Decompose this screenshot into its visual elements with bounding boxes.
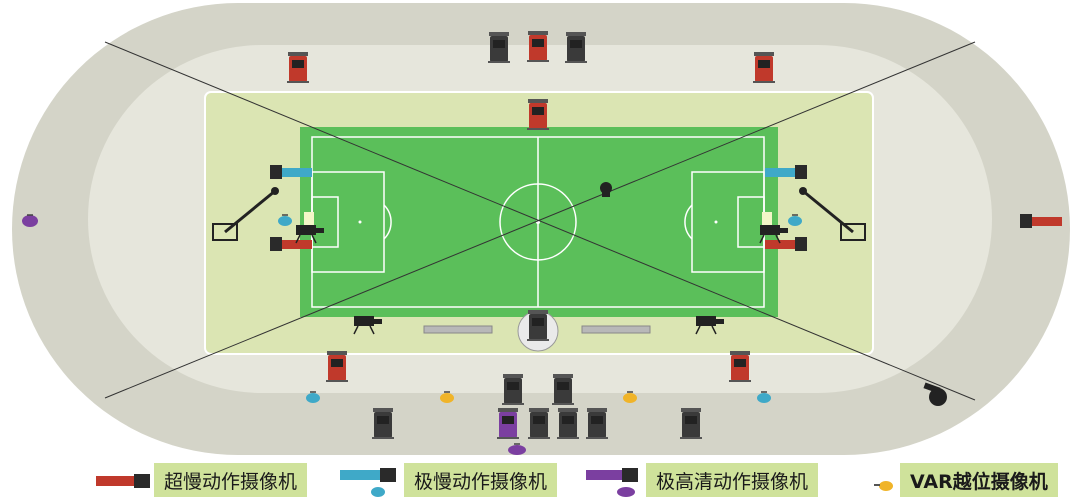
var-offside-camera-icon [874, 481, 893, 491]
camera-super-slow [527, 31, 549, 62]
camera-super-slow [729, 351, 751, 382]
camera-crane-right [799, 187, 866, 241]
legend-label-var-offside: VAR越位摄像机 [900, 463, 1058, 497]
legend-var-offside: VAR越位摄像机 [870, 462, 1058, 498]
camera-extreme-slow-low [306, 391, 320, 403]
camera-ultra-hd [22, 214, 38, 227]
camera-goal-right [759, 225, 788, 244]
camera-extreme-slow-low [757, 391, 771, 403]
camera-ultra-hd [508, 443, 526, 455]
legend-super-slow: 超慢动作摄像机 [96, 462, 308, 498]
ad-board-left [423, 325, 493, 334]
camera-standard [372, 408, 394, 439]
camera-standard [565, 32, 587, 63]
camera-center-platform [527, 310, 549, 341]
goal-right [762, 212, 772, 232]
penalty-spot-right [714, 220, 718, 224]
camera-ultra-hd [497, 408, 519, 439]
legend-label-extreme-slow: 极慢动作摄像机 [404, 463, 558, 497]
spidercam [600, 182, 612, 197]
camera-standard [502, 374, 524, 405]
camera-var-offside [440, 391, 454, 403]
camera-super-slow [1020, 214, 1062, 228]
camera-super-slow [270, 237, 312, 251]
ad-board-right [581, 325, 651, 334]
legend-label-ultra-hd: 极高清动作摄像机 [646, 463, 819, 497]
camera-standard [557, 408, 579, 439]
camera-super-slow [765, 237, 807, 251]
camera-extreme-slow [270, 165, 312, 179]
ultra-hd-camera-icon [586, 468, 638, 497]
legend-ultra-hd: 极高清动作摄像机 [586, 462, 819, 498]
spidercam-cables [104, 41, 976, 401]
camera-standard [488, 32, 510, 63]
camera-steadicam [923, 382, 947, 406]
camera-var-offside [623, 391, 637, 403]
legend-label-super-slow: 超慢动作摄像机 [154, 463, 308, 497]
super-slow-camera-icon [96, 474, 150, 488]
camera-super-slow [753, 52, 775, 83]
extreme-slow-camera-icon [340, 468, 396, 497]
penalty-spot-left [358, 220, 362, 224]
camera-crane-left [212, 187, 279, 241]
camera-pitchside-right [695, 316, 724, 335]
camera-standard [528, 408, 550, 439]
camera-standard [680, 408, 702, 439]
camera-standard [552, 374, 574, 405]
camera-super-slow [287, 52, 309, 83]
camera-goal-left [295, 225, 324, 244]
camera-super-slow [326, 351, 348, 382]
camera-pitchside-left [353, 316, 382, 335]
camera-standard [586, 408, 608, 439]
camera-super-slow [527, 99, 549, 130]
camera-extreme-slow-low [788, 214, 802, 226]
legend-extreme-slow: 极慢动作摄像机 [340, 462, 558, 498]
camera-extreme-slow [765, 165, 807, 179]
camera-extreme-slow-low [278, 214, 292, 226]
goal-left [304, 212, 314, 232]
stadium-diagram [12, 3, 1070, 455]
